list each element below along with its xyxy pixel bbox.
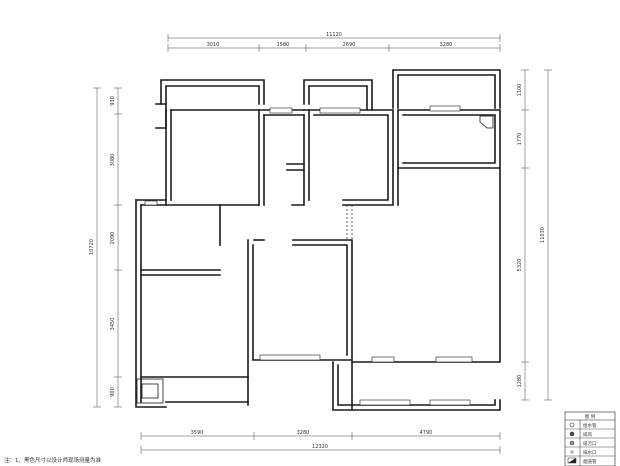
dim-left-seg-1: 930 xyxy=(110,96,116,106)
dim-bottom-seg-2: 3280 xyxy=(297,430,310,436)
legend-title: 图 例 xyxy=(585,413,596,420)
dim-bottom-total: 12320 xyxy=(312,444,328,450)
window-markers xyxy=(144,105,473,406)
dim-bottom-seg-3: 4790 xyxy=(420,430,433,436)
drawing-note: 注：1、黑色尺寸以设计师现场测量为准 xyxy=(4,456,102,464)
flue-box xyxy=(136,115,494,404)
dim-right-seg-2: 1770 xyxy=(517,133,523,146)
dim-top-seg-1: 3010 xyxy=(207,42,220,48)
flue-icon-fill xyxy=(568,458,576,463)
legend-item-label: 排污口 xyxy=(583,440,597,447)
legend-item-label: 给水管 xyxy=(583,422,597,429)
dim-top-total: 11120 xyxy=(326,32,342,38)
dim-left-seg-3: 2090 xyxy=(110,232,116,245)
dim-left-seg-2: 3080 xyxy=(110,154,116,167)
water-supply-icon xyxy=(569,422,575,428)
dim-left-seg-5: 900 xyxy=(110,387,116,397)
drain-outlet-icon xyxy=(570,450,574,454)
sewage-outlet-icon xyxy=(569,440,575,446)
dim-right-seg-1: 1100 xyxy=(517,84,523,97)
dim-left-total: 10720 xyxy=(89,239,95,255)
dimension-lines xyxy=(93,34,552,454)
dim-right-seg-4: 1280 xyxy=(517,375,523,388)
dim-right-seg-3: 5320 xyxy=(517,259,523,272)
legend-item-label: 排风 xyxy=(583,431,592,438)
exhaust-icon xyxy=(569,431,575,437)
dim-bottom-seg-1: 3590 xyxy=(191,430,204,436)
door-dashed xyxy=(346,205,353,240)
dimension-labels: 11120 3010 1580 2690 3280 10720 930 3080… xyxy=(89,32,546,450)
legend-item-label: 排水口 xyxy=(583,449,597,456)
dim-left-seg-4: 3450 xyxy=(110,318,116,331)
dim-top-seg-3: 2690 xyxy=(343,42,356,48)
walls xyxy=(135,69,501,411)
dim-right-total: 11030 xyxy=(540,227,546,243)
dim-top-seg-2: 1580 xyxy=(277,42,290,48)
legend-item-label: 烟道管 xyxy=(583,458,597,465)
legend: 图 例 给水管 排风 排污口 排水口 烟道管 xyxy=(564,411,616,466)
dim-top-seg-4: 3280 xyxy=(440,42,453,48)
